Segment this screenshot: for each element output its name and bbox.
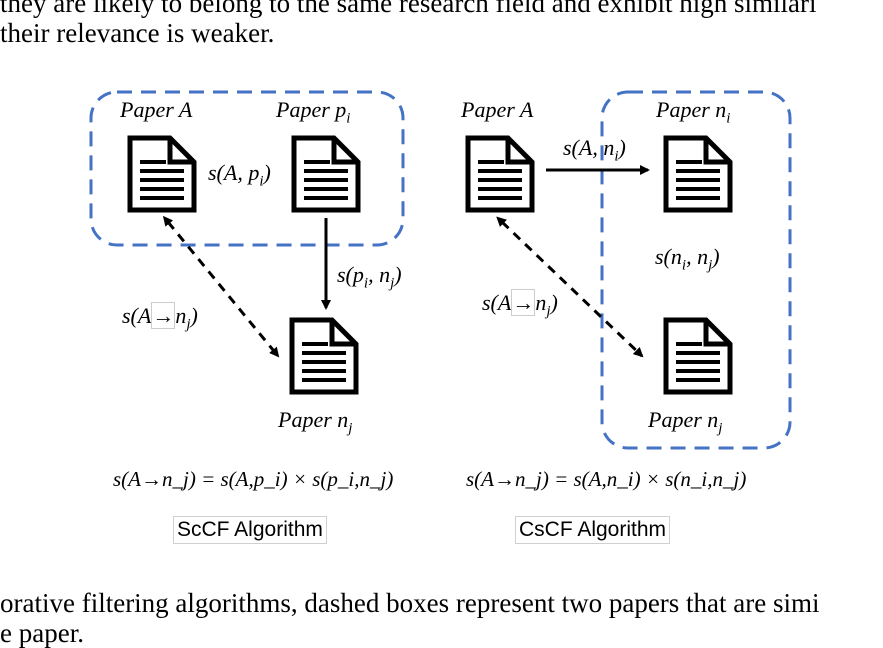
body-text-bottom-line2: e paper.	[0, 618, 84, 648]
body-text-top-line2: their relevance is weaker.	[0, 18, 275, 48]
scf-similarity-pi-nj: s(pi, nj)	[337, 262, 402, 292]
csf-similarity-ni-nj: s(ni, nj)	[655, 244, 720, 274]
csf-paper-a-label: Paper A	[461, 97, 534, 122]
csf-similarity-a-ni: s(A, ni)	[563, 135, 626, 165]
scf-similarity-a-to-nj: s(A→nj)	[122, 302, 198, 333]
csf-paper-nj-document-icon	[666, 320, 730, 392]
scf-paper-a-label: Paper A	[120, 97, 193, 122]
csf-dashed-arrow-a-nj	[496, 216, 644, 358]
scf-paper-pi-label: Paper pi	[276, 97, 351, 127]
csf-algorithm-label: CsCF Algorithm	[515, 516, 671, 544]
scf-similarity-a-pi: s(A, pi)	[208, 160, 271, 190]
scf-algorithm-label: ScCF Algorithm	[173, 516, 327, 544]
csf-paper-a-document-icon	[468, 138, 532, 210]
body-text-bottom-line1: orative filtering algorithms, dashed box…	[0, 588, 820, 618]
scf-formula: s(A→n_j) = s(A,p_i) × s(p_i,n_j)	[113, 467, 394, 491]
csf-paper-ni-label: Paper ni	[656, 97, 731, 127]
body-text-top-line1: they are likely to belong to the same re…	[0, 0, 817, 18]
scf-paper-nj-label: Paper nj	[278, 407, 353, 437]
csf-similarity-a-to-nj: s(A→nj)	[482, 289, 558, 320]
scf-paper-nj-document-icon	[292, 320, 356, 392]
scf-dashed-group-box	[89, 90, 405, 247]
scf-paper-a-document-icon	[130, 138, 194, 210]
scf-paper-pi-document-icon	[294, 138, 358, 210]
csf-formula: s(A→n_j) = s(A,n_i) × s(n_i,n_j)	[466, 467, 747, 491]
csf-paper-nj-label: Paper nj	[648, 407, 723, 437]
csf-paper-ni-document-icon	[666, 138, 730, 210]
scf-dashed-arrow-a-nj	[162, 215, 280, 358]
